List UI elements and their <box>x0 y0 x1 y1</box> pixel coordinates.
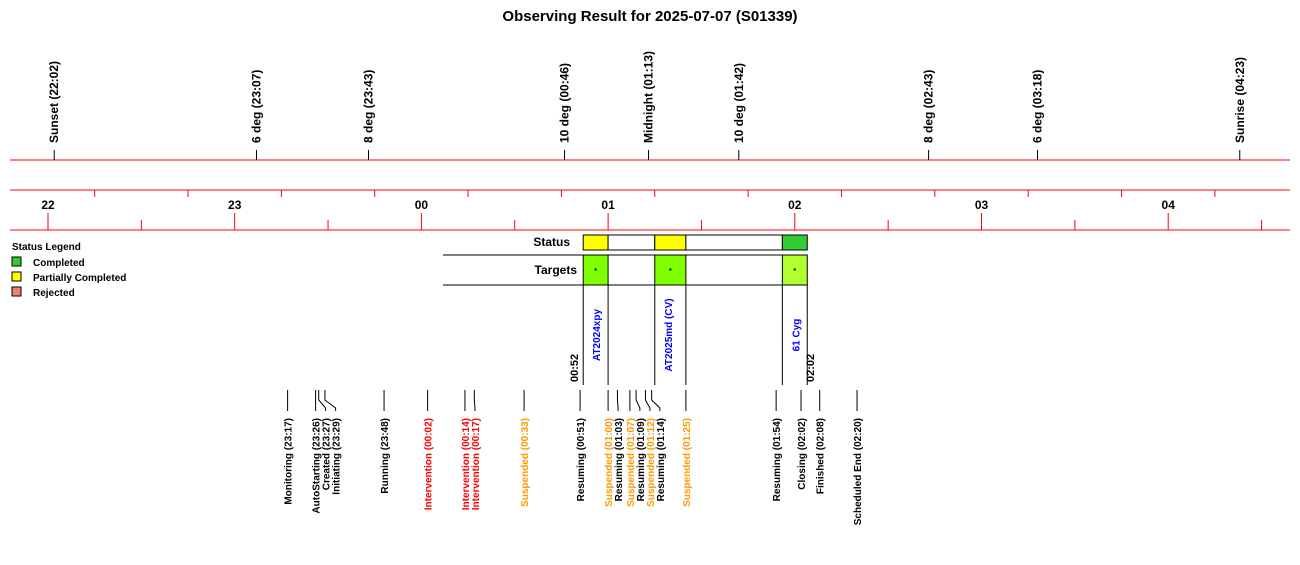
target-marker: * <box>793 268 796 275</box>
event-tick <box>651 390 661 411</box>
target-name: 61 Cyg <box>791 319 802 352</box>
event-label: Resuming (01:14) <box>656 418 667 501</box>
event-tick <box>644 390 651 411</box>
target-block <box>654 254 687 286</box>
status-segment <box>607 234 656 251</box>
event-label: Intervention (00:17) <box>471 418 482 510</box>
range-end-label: 02:02 <box>805 354 817 382</box>
sun-event-label: 10 deg (00:46) <box>558 63 572 143</box>
sun-event-label: 8 deg (23:43) <box>362 70 376 143</box>
hour-tick-label: 02 <box>788 198 802 212</box>
hour-tick-label: 04 <box>1162 198 1176 212</box>
event-label: Suspended (01:25) <box>682 418 693 507</box>
event-tick <box>318 390 327 411</box>
event-label: Suspended (00:33) <box>520 418 531 507</box>
chart-title: Observing Result for 2025-07-07 (S01339) <box>502 8 797 25</box>
hour-tick-label: 03 <box>975 198 989 212</box>
legend-title: Status Legend <box>12 242 81 253</box>
status-segment <box>781 234 808 251</box>
status-segment <box>685 234 783 251</box>
event-label: Scheduled End (02:20) <box>853 418 864 525</box>
status-segment <box>582 234 609 251</box>
sun-event-label: Sunset (22:02) <box>47 61 61 143</box>
hour-tick-label: 01 <box>601 198 615 212</box>
event-label: Suspended (01:12) <box>646 418 657 507</box>
event-tick <box>473 390 476 411</box>
event-tick <box>324 390 337 411</box>
status-row-label: Status <box>533 235 570 249</box>
targets-row-label: Targets <box>535 263 578 277</box>
hour-tick-label: 00 <box>415 198 429 212</box>
event-label: Resuming (01:09) <box>636 418 647 501</box>
status-segment <box>654 234 687 251</box>
sun-event-label: Midnight (01:13) <box>642 51 656 143</box>
event-label: Intervention (00:02) <box>424 418 435 510</box>
event-label: Suspended (01:07) <box>626 418 637 507</box>
legend-swatch <box>11 286 22 297</box>
event-tick <box>616 390 619 411</box>
legend-label: Rejected <box>33 288 75 299</box>
target-marker: * <box>594 268 597 275</box>
event-label: Initiating (23:29) <box>332 418 343 495</box>
event-label: Suspended (01:00) <box>604 418 615 507</box>
sun-event-label: 8 deg (02:43) <box>922 70 936 143</box>
event-label: AutoStarting (23:26) <box>312 418 323 514</box>
legend-label: Completed <box>33 258 85 269</box>
legend-swatch <box>11 271 22 282</box>
range-start-label: 00:52 <box>569 354 581 382</box>
legend-label: Partially Completed <box>33 273 126 284</box>
hour-tick-label: 22 <box>41 198 55 212</box>
event-label: Running (23:48) <box>380 418 391 494</box>
sun-event-label: 10 deg (01:42) <box>732 63 746 143</box>
event-label: Resuming (01:54) <box>772 418 783 501</box>
sun-event-label: Sunrise (04:23) <box>1233 57 1247 143</box>
target-marker: * <box>669 268 672 275</box>
target-block <box>582 254 609 286</box>
target-name: AT2024xpy <box>592 309 603 362</box>
sun-event-label: 6 deg (23:07) <box>249 70 263 143</box>
event-label: Resuming (01:03) <box>614 418 625 501</box>
event-label: Finished (02:08) <box>816 418 827 494</box>
legend-swatch <box>11 256 22 267</box>
sun-event-label: 6 deg (03:18) <box>1031 70 1045 143</box>
event-label: Resuming (00:51) <box>576 418 587 501</box>
event-label: Created (23:27) <box>322 418 333 490</box>
target-block <box>781 254 808 286</box>
hour-tick-label: 23 <box>228 198 242 212</box>
event-label: Monitoring (23:17) <box>284 418 295 505</box>
event-tick <box>635 390 641 411</box>
target-name: AT2025md (CV) <box>664 298 675 371</box>
event-label: Closing (02:02) <box>797 418 808 490</box>
event-label: Intervention (00:14) <box>461 418 472 510</box>
